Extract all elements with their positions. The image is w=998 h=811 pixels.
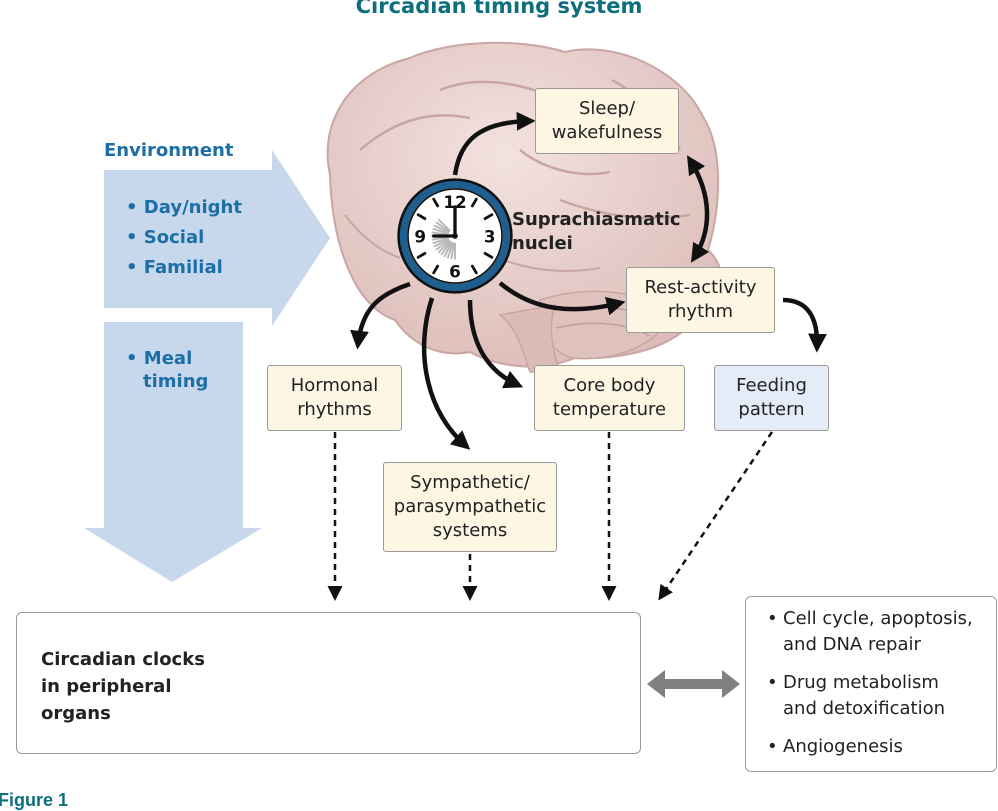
- figure-label: Figure 1: [0, 790, 69, 810]
- arrow-scn-to-rest: [498, 281, 626, 316]
- svg-text:9: 9: [414, 227, 426, 247]
- sleep-wakefulness-box: Sleep/wakefulness: [535, 88, 679, 154]
- peripheral-organs-panel: [16, 612, 641, 754]
- svg-text:3: 3: [484, 227, 496, 247]
- arrow-scn-to-hormonal: [350, 281, 411, 350]
- outcome-cell-cycle: •Cell cycle, apoptosis,and DNA repair: [767, 608, 973, 655]
- outcome-angiogenesis: •Angiogenesis: [767, 736, 903, 757]
- environment-arrow: [104, 150, 330, 326]
- arrow-scn-to-autonomic: [421, 297, 471, 450]
- arrow-scn-to-core: [467, 299, 524, 389]
- env-bullet-social: • Social: [126, 227, 205, 248]
- meal-timing-arrow: [84, 322, 262, 582]
- diagram-title: Circadian timing system: [355, 0, 643, 18]
- arrow-scn-to-sleep: [452, 111, 536, 176]
- svg-text:6: 6: [449, 261, 461, 281]
- arrow-sleep-to-rest: [686, 155, 710, 263]
- env-bullet-familial: • Familial: [126, 257, 223, 278]
- dash-feeding-to-periphery: [658, 431, 774, 601]
- svg-text:12: 12: [443, 192, 466, 212]
- outcomes-panel: [745, 596, 997, 772]
- master-clock-face: 12 3 6 9: [397, 178, 513, 294]
- environment-heading: Environment: [104, 140, 234, 161]
- master-clock-icon: 12 3 6 9: [397, 178, 513, 294]
- arrow-rest-to-feeding: [782, 297, 827, 353]
- env-bullet-daynight: • Day/night: [126, 197, 242, 218]
- bidirectional-arrow: [647, 670, 740, 698]
